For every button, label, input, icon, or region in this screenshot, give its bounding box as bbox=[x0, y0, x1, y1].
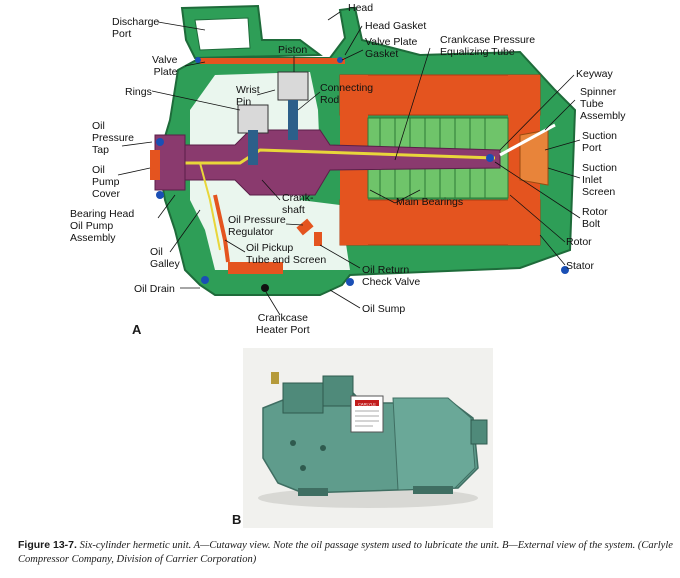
label-keyway: Keyway bbox=[576, 68, 613, 80]
piston-left bbox=[237, 104, 269, 134]
label-crankcase-heater-port: Crankcase Heater Port bbox=[256, 312, 310, 336]
valve-plate bbox=[200, 58, 345, 64]
label-oil-pickup: Oil Pickup Tube and Screen bbox=[246, 242, 327, 266]
spinner-tube bbox=[499, 123, 556, 157]
label-oil-return-check-valve: Oil Return Check Valve bbox=[362, 264, 421, 288]
mounting-foot-left bbox=[298, 488, 328, 496]
label-valve-plate-gasket: Valve Plate Gasket bbox=[365, 36, 418, 60]
oil-pump-cover bbox=[150, 150, 160, 180]
mounting-foot-right bbox=[413, 486, 453, 494]
label-connecting-rod: Connecting Rod bbox=[320, 82, 374, 106]
figure-number: Figure 13-7. bbox=[18, 539, 77, 551]
label-wrist-pin: Wrist Pin bbox=[236, 84, 260, 108]
oil-return-valve bbox=[314, 232, 322, 246]
label-bearing-head: Bearing Head Oil Pump Assembly bbox=[70, 208, 135, 244]
label-oil-pump-cover: Oil Pump Cover bbox=[92, 164, 121, 200]
label-oil-pressure-regulator: Oil Pressure Regulator bbox=[228, 214, 286, 238]
label-rotor: Rotor bbox=[566, 236, 592, 248]
caption-text: Six-cylinder hermetic unit. A—Cutaway vi… bbox=[18, 540, 673, 565]
service-valve bbox=[470, 419, 488, 445]
stator bbox=[339, 74, 541, 116]
bolt bbox=[201, 276, 209, 284]
oil-passage-branch bbox=[199, 162, 221, 251]
panel-label-b: B bbox=[232, 512, 242, 527]
bolt bbox=[561, 266, 569, 274]
label-oil-sump: Oil Sump bbox=[362, 303, 406, 315]
suction-inlet-screen bbox=[519, 129, 549, 186]
bolt bbox=[195, 57, 201, 63]
piston bbox=[277, 71, 309, 101]
oil-pickup-screen bbox=[228, 262, 283, 274]
bolt bbox=[156, 138, 164, 146]
label-oil-pressure-tap: Oil Pressure Tap bbox=[92, 120, 135, 156]
rotor-bolt bbox=[486, 154, 494, 162]
gauge-fitting bbox=[271, 372, 279, 384]
cylinder-head-center bbox=[322, 375, 354, 407]
label-oil-drain: Oil Drain bbox=[134, 283, 175, 295]
label-oil-galley: Oil Galley bbox=[150, 246, 180, 270]
motor-housing bbox=[392, 397, 476, 491]
compressor-illustration: CARLYLE bbox=[243, 348, 493, 528]
label-rotor-bolt: Rotor Bolt bbox=[582, 206, 608, 230]
bolt bbox=[346, 278, 354, 286]
label-piston: Piston bbox=[278, 44, 308, 56]
label-suction-port: Suction Port bbox=[582, 130, 618, 154]
label-head: Head bbox=[348, 2, 374, 14]
connecting-rod-left bbox=[248, 130, 258, 165]
label-main-bearings: Main Bearings bbox=[396, 196, 464, 208]
label-head-gasket: Head Gasket bbox=[365, 20, 427, 32]
panel-label-a: A bbox=[132, 322, 142, 337]
crankcase-heater-port bbox=[261, 284, 269, 292]
label-discharge-port: Discharge Port bbox=[112, 16, 160, 40]
nameplate-text: CARLYLE bbox=[358, 402, 376, 407]
bolt bbox=[337, 57, 343, 63]
label-crankcase-tube: Crankcase Pressure Equalizing Tube bbox=[440, 34, 536, 58]
figure-caption: Figure 13-7. Six-cylinder hermetic unit.… bbox=[18, 538, 678, 567]
label-crankshaft: Crank- shaft bbox=[282, 192, 314, 216]
label-rings: Rings bbox=[125, 86, 152, 98]
label-spinner-tube: Spinner Tube Assembly bbox=[580, 86, 626, 122]
cylinder-head-left bbox=[282, 382, 324, 414]
cutaway-diagram bbox=[117, 4, 581, 316]
oil-pressure-regulator bbox=[296, 218, 314, 236]
label-valve-plate: Valve Plate bbox=[152, 54, 178, 78]
label-stator: Stator bbox=[566, 260, 595, 272]
connecting-rod bbox=[288, 100, 298, 140]
external-view-photo: CARLYLE bbox=[243, 348, 493, 528]
bolt bbox=[156, 191, 164, 199]
discharge-cavity bbox=[194, 17, 251, 51]
label-suction-inlet-screen: Suction Inlet Screen bbox=[582, 162, 618, 198]
